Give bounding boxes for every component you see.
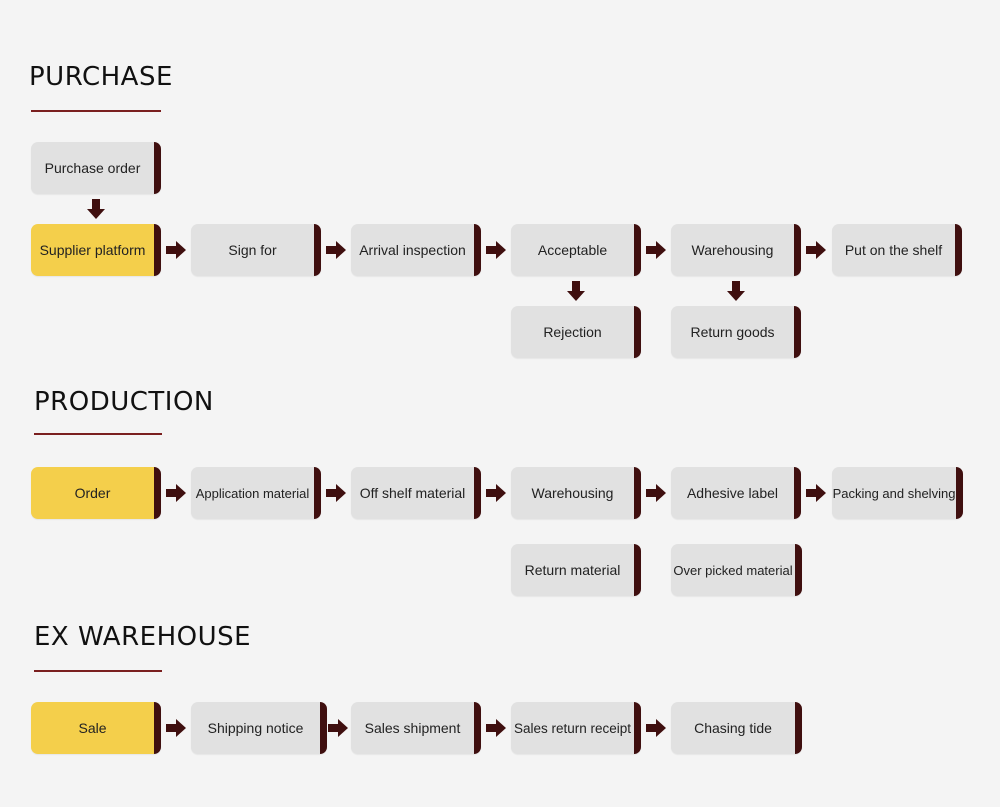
node-sales-shipment: Sales shipment <box>351 702 481 754</box>
arrow-right-icon <box>166 241 186 259</box>
node-packing-and-shelving: Packing and shelving <box>832 467 963 519</box>
node-purchase-order: Purchase order <box>31 142 161 194</box>
node-return-goods: Return goods <box>671 306 801 358</box>
node-put-on-the-shelf: Put on the shelf <box>832 224 962 276</box>
ex-warehouse-title-underline <box>34 670 162 672</box>
ex-warehouse-title: EX WAREHOUSE <box>34 622 252 652</box>
arrow-down-icon <box>87 199 105 219</box>
production-title: PRODUCTION <box>34 387 214 417</box>
node-production-warehousing: Warehousing <box>511 467 641 519</box>
arrow-right-icon <box>646 241 666 259</box>
arrow-right-icon <box>646 484 666 502</box>
arrow-right-icon <box>486 241 506 259</box>
purchase-title: PURCHASE <box>29 62 173 92</box>
arrow-right-icon <box>326 241 346 259</box>
node-chasing-tide: Chasing tide <box>671 702 802 754</box>
arrow-down-icon <box>727 281 745 301</box>
arrow-right-icon <box>166 719 186 737</box>
node-over-picked-material: Over picked material <box>671 544 802 596</box>
node-order: Order <box>31 467 161 519</box>
node-sign-for: Sign for <box>191 224 321 276</box>
node-off-shelf-material: Off shelf material <box>351 467 481 519</box>
arrow-right-icon <box>646 719 666 737</box>
node-sale: Sale <box>31 702 161 754</box>
arrow-right-icon <box>328 719 348 737</box>
node-supplier-platform: Supplier platform <box>31 224 161 276</box>
node-rejection: Rejection <box>511 306 641 358</box>
node-acceptable: Acceptable <box>511 224 641 276</box>
arrow-right-icon <box>326 484 346 502</box>
arrow-right-icon <box>166 484 186 502</box>
node-arrival-inspection: Arrival inspection <box>351 224 481 276</box>
node-sales-return-receipt: Sales return receipt <box>511 702 641 754</box>
node-application-material: Application material <box>191 467 321 519</box>
purchase-title-underline <box>31 110 161 112</box>
production-title-underline <box>34 433 162 435</box>
node-warehousing: Warehousing <box>671 224 801 276</box>
node-shipping-notice: Shipping notice <box>191 702 327 754</box>
arrow-right-icon <box>486 484 506 502</box>
arrow-right-icon <box>486 719 506 737</box>
arrow-right-icon <box>806 484 826 502</box>
node-return-material: Return material <box>511 544 641 596</box>
node-adhesive-label: Adhesive label <box>671 467 801 519</box>
arrow-right-icon <box>806 241 826 259</box>
arrow-down-icon <box>567 281 585 301</box>
